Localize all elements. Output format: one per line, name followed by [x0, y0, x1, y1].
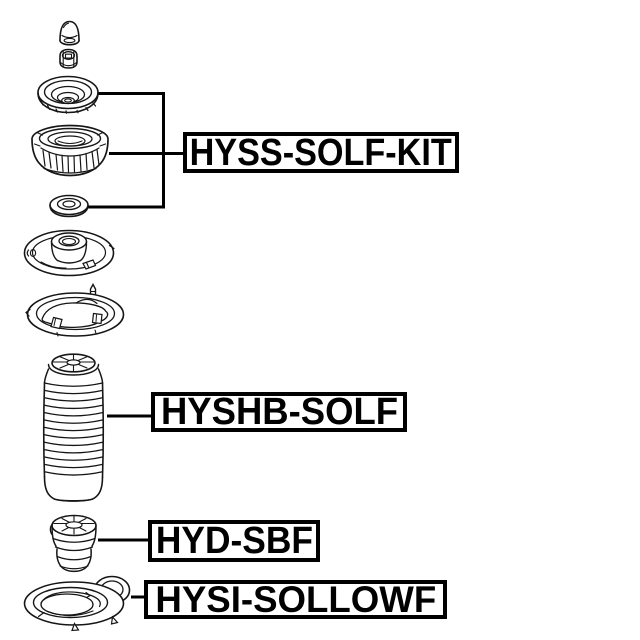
bump-stop-icon	[49, 514, 97, 573]
bearing-icon	[37, 75, 99, 114]
nut-icon	[59, 48, 78, 69]
part-label-hyd-sbf: HYD-SBF	[148, 520, 320, 562]
part-label-hysi-sollowf: HYSI-SOLLOWF	[144, 580, 447, 619]
bump-cap-icon	[59, 20, 80, 46]
part-label-text: HYSI-SOLLOWF	[155, 579, 436, 620]
upper-spring-seat-icon	[23, 229, 115, 277]
washer-icon	[49, 194, 89, 218]
spring-seat-plate-icon	[25, 283, 125, 337]
part-label-text: HYSS-SOLF-KIT	[189, 131, 453, 174]
part-label-text: HYD-SBF	[155, 520, 313, 562]
strut-mount-icon	[31, 124, 109, 177]
part-label-text: HYSHB-SOLF	[160, 391, 398, 433]
dust-boot-icon	[42, 353, 105, 502]
lower-spring-seat-icon	[23, 575, 131, 632]
part-label-hyshb-solf: HYSHB-SOLF	[151, 392, 407, 432]
connector-lines	[88, 92, 183, 599]
part-label-hyss-solf-kit: HYSS-SOLF-KIT	[183, 132, 459, 173]
